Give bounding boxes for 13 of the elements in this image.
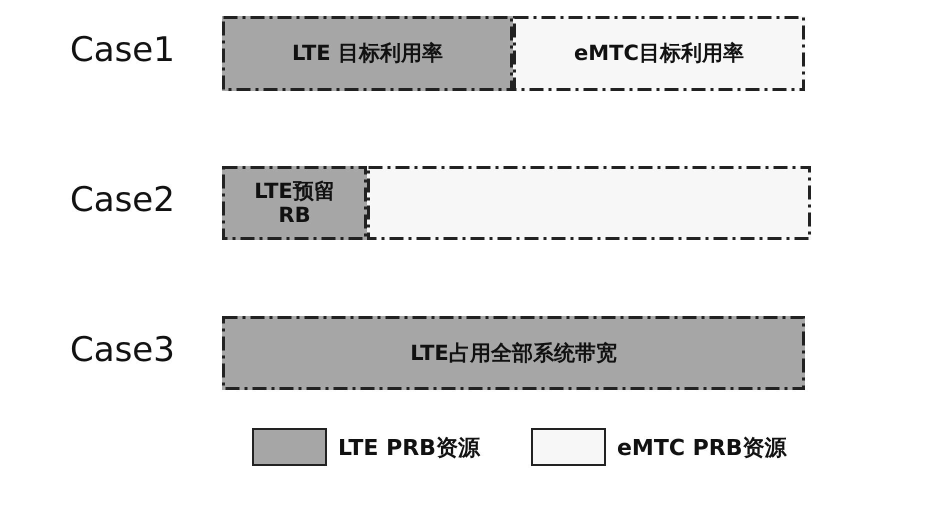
resource-block [222, 16, 513, 91]
block-label: eMTC目标利用率 [573, 41, 745, 66]
case-label: Case2 [70, 180, 175, 220]
resource-block [222, 316, 805, 390]
case-label: Case1 [70, 30, 175, 70]
legend-label: eMTC PRB资源 [617, 435, 786, 463]
block-label: LTE 目标利用率 [291, 41, 444, 66]
block-label: LTE占用全部系统带宽 [409, 340, 618, 366]
resource-block [222, 166, 367, 240]
legend-label: LTE PRB资源 [338, 435, 480, 463]
resource-block [513, 16, 805, 91]
block-label: LTE预留 RB [253, 178, 336, 228]
case-label: Case3 [70, 330, 175, 370]
